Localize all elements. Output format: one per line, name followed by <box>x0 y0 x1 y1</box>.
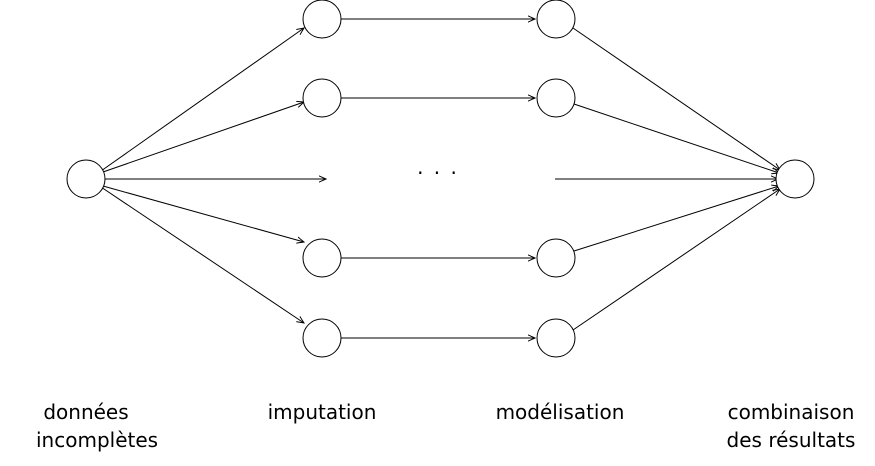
edge-model-4-to-combination <box>572 189 780 331</box>
combination-node <box>775 159 815 199</box>
edge-model-1-to-combination <box>572 27 780 170</box>
edge-source-to-imputation-1 <box>100 28 304 172</box>
model-node-1 <box>536 0 576 39</box>
source-node <box>66 159 106 199</box>
model-node-2 <box>536 78 576 118</box>
stage-label-modelisation: modélisation <box>480 398 640 426</box>
stage-label-imputation: imputation <box>252 398 392 426</box>
stage-label-combinaison: combinaison des résultats <box>716 398 866 454</box>
stage-label-line: des résultats <box>726 428 856 452</box>
imputation-node-1 <box>302 0 342 39</box>
model-node-3 <box>536 238 576 278</box>
stage-label-line: modélisation <box>495 400 625 424</box>
stage-label-donnees: données incomplètes <box>36 398 159 454</box>
model-node-4 <box>536 318 576 358</box>
imputation-node-4 <box>302 318 342 358</box>
edge-source-to-imputation-3 <box>102 185 304 242</box>
stage-label-line: incomplètes <box>36 428 159 452</box>
ellipsis: · · · <box>417 161 459 185</box>
edge-source-to-imputation-4 <box>100 186 304 323</box>
stage-label-line: combinaison <box>727 400 855 424</box>
edge-model-3-to-combination <box>573 186 779 252</box>
imputation-node-3 <box>302 238 342 278</box>
edge-model-2-to-combination <box>573 103 779 173</box>
stage-label-line: données <box>43 400 129 424</box>
edge-source-to-imputation-2 <box>102 102 304 173</box>
imputation-node-2 <box>302 78 342 118</box>
stage-label-line: imputation <box>267 400 377 424</box>
